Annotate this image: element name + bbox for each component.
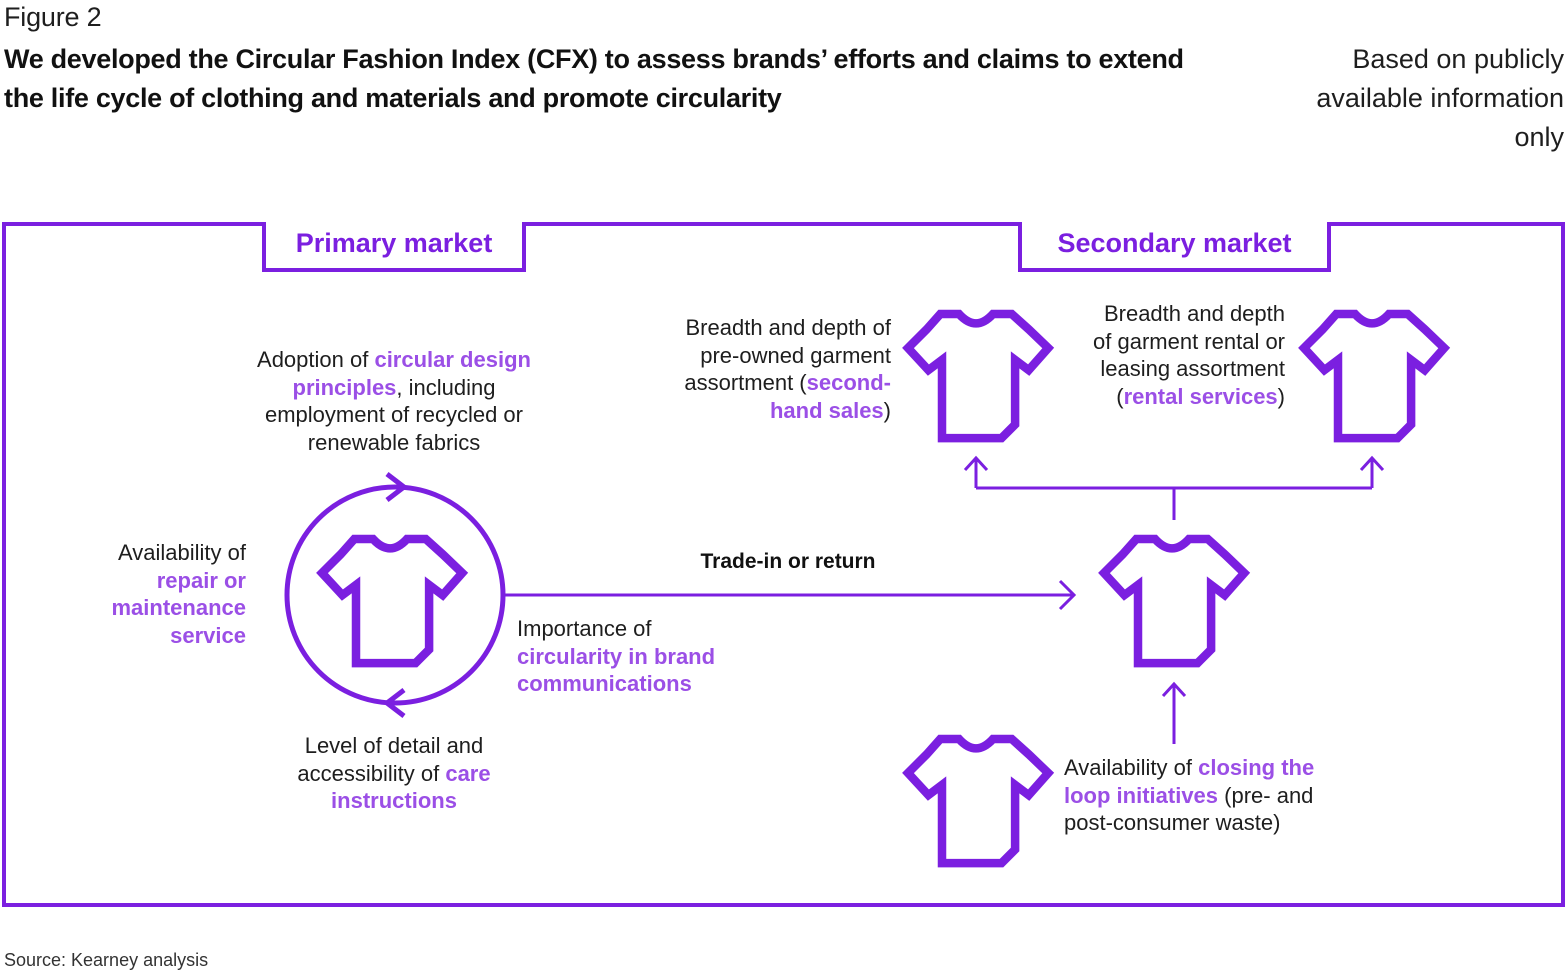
secondary-market-label: Secondary market xyxy=(1057,228,1292,258)
tshirt-icon xyxy=(1104,539,1244,663)
care-instructions-text: Level of detail and accessibility of car… xyxy=(297,733,491,813)
figure-label: Figure 2 xyxy=(4,2,102,32)
tshirt-icon xyxy=(322,539,462,663)
arrow-up-icon xyxy=(963,455,1385,520)
trade-in-label: Trade-in or return xyxy=(700,550,876,573)
arrow-right-icon xyxy=(503,579,1077,611)
figure-title: We developed the Circular Fashion Index … xyxy=(4,44,1184,113)
brand-communications-text: Importance of circularity in brand commu… xyxy=(517,616,716,696)
design-principles-text: Adoption of circular design principles, … xyxy=(257,347,531,455)
repair-service-text: Availability of repair or maintenance se… xyxy=(111,540,247,648)
tshirt-icon xyxy=(908,739,1048,863)
rental-services-text: Breadth and depth of garment rental or l… xyxy=(1093,301,1285,409)
arrow-up-icon xyxy=(1161,681,1187,744)
closing-loop-text: Availability of closing the loop initiat… xyxy=(1064,755,1315,835)
tshirt-icon xyxy=(908,314,1048,438)
cycle-arrows-icon xyxy=(284,472,506,718)
source-note: Source: Kearney analysis xyxy=(4,950,209,970)
figure-note: Based on publicly available information … xyxy=(1316,44,1564,152)
outer-frame xyxy=(2,222,1565,907)
tshirt-icon xyxy=(1304,314,1444,438)
second-hand-text: Breadth and depth of pre-owned garment a… xyxy=(684,315,891,423)
primary-market-label: Primary market xyxy=(295,228,493,258)
